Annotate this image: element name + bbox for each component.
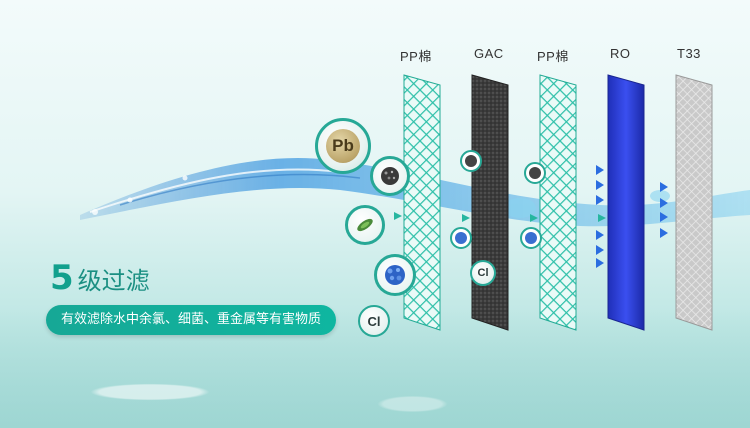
layer-label-pp-2: PP棉 bbox=[537, 49, 569, 64]
sediment-icon bbox=[370, 156, 410, 196]
title-number: 5 bbox=[50, 258, 74, 298]
filter-panel-t33 bbox=[675, 74, 713, 331]
title-text: 级过滤 bbox=[77, 267, 150, 295]
layer-label-pp-1: PP棉 bbox=[400, 49, 432, 64]
layer-label-ro: RO bbox=[610, 46, 631, 61]
filter-panel-pp-2 bbox=[539, 74, 577, 331]
chlorine-icon: Cl bbox=[358, 305, 390, 337]
gac-particle-icon bbox=[460, 150, 482, 172]
layer-label-gac: GAC bbox=[474, 46, 504, 61]
filter-panel-gac bbox=[471, 74, 509, 331]
bacteria-icon bbox=[374, 254, 416, 296]
filter-panel-pp-1 bbox=[403, 74, 441, 331]
bacteria-small-icon-2 bbox=[520, 227, 542, 249]
droplet-icons bbox=[596, 165, 668, 268]
layer-label-t33: T33 bbox=[677, 46, 701, 61]
lead-symbol: Pb bbox=[326, 129, 360, 163]
bacteria-cluster-icon bbox=[385, 265, 405, 285]
page-title: 5 级过滤 bbox=[50, 258, 150, 298]
lead-contaminant-icon: Pb bbox=[315, 118, 371, 174]
arrow-icons bbox=[394, 212, 606, 222]
rust-worm-icon bbox=[345, 205, 385, 245]
chlorine-small-icon: Cl bbox=[470, 260, 496, 286]
filter-panel-ro bbox=[607, 74, 645, 331]
impurity-icon bbox=[357, 218, 373, 232]
bacteria-small-icon bbox=[450, 227, 472, 249]
subtitle-badge: 有效滤除水中余氯、细菌、重金属等有害物质 bbox=[46, 305, 336, 335]
gac-particle-icon-2 bbox=[524, 162, 546, 184]
sediment-particles-icon bbox=[381, 167, 399, 185]
